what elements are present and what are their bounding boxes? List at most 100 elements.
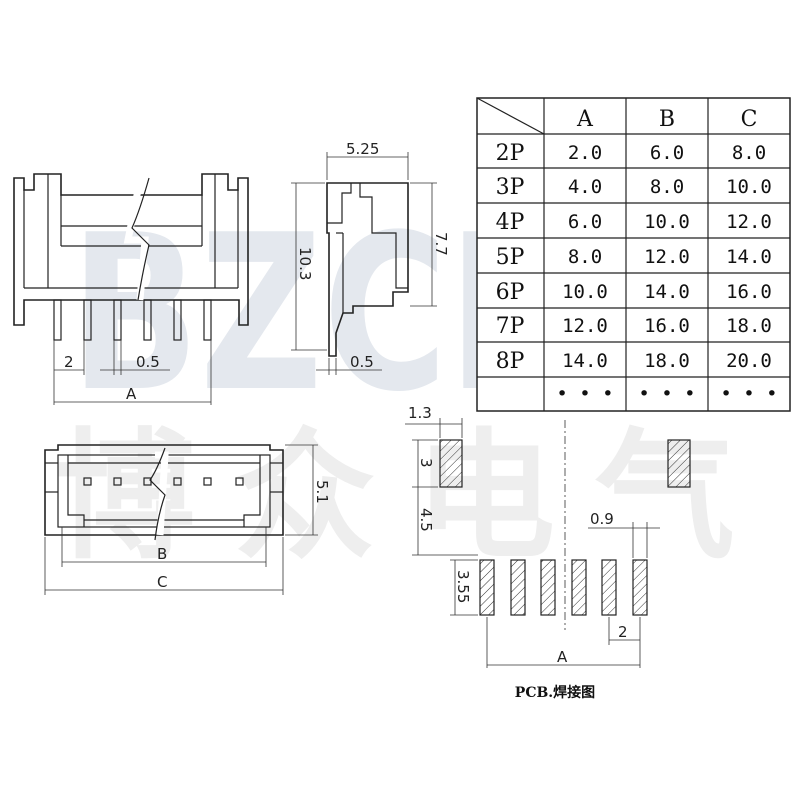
pcb-pad — [632, 559, 648, 616]
side-dim-depth: 5.25 — [346, 140, 379, 158]
table-ellipsis-row: • • • • • • • • • — [556, 383, 777, 405]
pcb-signal-pads — [479, 559, 648, 616]
top-break-line — [149, 447, 166, 541]
cell-b: 14.0 — [644, 281, 690, 303]
watermark-cn-4: 气 — [595, 416, 735, 579]
cell-b: 12.0 — [644, 246, 690, 268]
table-row: 8P 14.0 18.0 20.0 — [496, 349, 772, 374]
front-dim-a: A — [126, 385, 137, 403]
pcb-dim-pad-h: 3.55 — [454, 570, 472, 603]
pcb-footprint: 1.3 3 4.5 3.55 0.9 2 A PCB.焊接图 — [405, 404, 691, 701]
table-header-a: A — [576, 107, 594, 132]
cell-c: 8.0 — [732, 142, 766, 164]
watermark-cn-1: 博 — [55, 416, 195, 579]
front-break-line — [131, 177, 150, 301]
cell-c: 14.0 — [726, 246, 772, 268]
side-dim-height: 10.3 — [296, 247, 314, 280]
table-header-b: B — [659, 107, 675, 132]
front-pin — [53, 299, 62, 341]
cell-c: 20.0 — [726, 350, 772, 372]
table-header-c: C — [741, 107, 758, 132]
top-view: B C 5.1 — [44, 444, 331, 595]
cell-b: 8.0 — [650, 176, 684, 198]
top-contact — [203, 477, 212, 486]
pcb-dim-h: 3 — [417, 458, 435, 468]
pcb-pad — [601, 559, 617, 616]
ellipsis-b: • • • — [638, 383, 695, 405]
dimension-table: A B C 2P 2.0 6.0 8.0 3P 4.0 8.0 10.0 4P … — [476, 97, 791, 412]
cell-b: 16.0 — [644, 315, 690, 337]
top-contact — [173, 477, 182, 486]
side-dim-pin: 0.5 — [350, 353, 374, 371]
cell-a: 14.0 — [562, 350, 608, 372]
pcb-pad — [540, 559, 556, 616]
front-pin — [173, 299, 182, 341]
pcb-dim-w: 1.3 — [408, 404, 432, 422]
row-label: 7P — [496, 314, 525, 339]
front-body-outline — [13, 173, 249, 326]
cell-a: 8.0 — [568, 246, 602, 268]
pcb-dim-pitch: 2 — [618, 623, 628, 641]
front-pins — [53, 299, 212, 341]
pcb-pad — [510, 559, 526, 616]
side-view: 5.25 10.3 7.7 0.5 — [291, 140, 450, 375]
top-body-outline — [44, 444, 284, 536]
cell-a: 12.0 — [562, 315, 608, 337]
watermark-cn-3: 电 — [415, 416, 555, 579]
top-dim-c: C — [157, 573, 167, 591]
pcb-dim-pad-w: 0.9 — [590, 510, 614, 528]
cell-a: 10.0 — [562, 281, 608, 303]
table-row: 5P 8.0 12.0 14.0 — [496, 245, 772, 270]
table-row: 4P 6.0 10.0 12.0 — [496, 210, 772, 235]
row-label: 3P — [496, 175, 525, 200]
front-pin — [143, 299, 152, 341]
top-contact — [83, 477, 92, 486]
cell-c: 16.0 — [726, 281, 772, 303]
pcb-mount-pad-left — [439, 439, 463, 488]
row-label: 2P — [496, 141, 525, 166]
cell-a: 2.0 — [568, 142, 602, 164]
side-dim-body: 7.7 — [432, 232, 450, 256]
front-break-gap — [123, 186, 149, 301]
table-border — [476, 97, 791, 412]
table-row: 6P 10.0 14.0 16.0 — [496, 280, 772, 305]
table-row: 3P 4.0 8.0 10.0 — [496, 175, 772, 200]
top-inner-left — [67, 455, 85, 527]
front-pin — [83, 299, 92, 341]
cell-c: 10.0 — [726, 176, 772, 198]
ellipsis-a: • • • — [556, 383, 613, 405]
side-latch — [327, 183, 352, 224]
table-corner-diagonal — [476, 97, 545, 135]
pcb-pad — [571, 559, 587, 616]
table-row: 2P 2.0 6.0 8.0 — [496, 141, 767, 166]
cell-c: 18.0 — [726, 315, 772, 337]
cell-b: 6.0 — [650, 142, 684, 164]
pcb-mount-pad-right — [667, 439, 691, 488]
pcb-dim-gap: 4.5 — [417, 508, 435, 532]
front-pin — [203, 299, 212, 341]
table-row: 7P 12.0 16.0 18.0 — [496, 314, 772, 339]
top-break-gap — [155, 451, 169, 536]
top-inner-right — [243, 455, 261, 527]
cell-c: 12.0 — [726, 211, 772, 233]
front-pin — [113, 299, 122, 341]
cell-b: 10.0 — [644, 211, 690, 233]
row-label: 8P — [496, 349, 525, 374]
cell-a: 6.0 — [568, 211, 602, 233]
front-dim-pitch: 2 — [64, 353, 74, 371]
side-inner-profile — [359, 183, 408, 289]
cell-a: 4.0 — [568, 176, 602, 198]
pcb-pad — [479, 559, 495, 616]
row-label: 4P — [496, 210, 525, 235]
row-label: 6P — [496, 280, 525, 305]
front-dim-pin: 0.5 — [136, 353, 160, 371]
ellipsis-c: • • • — [720, 383, 777, 405]
top-contact — [235, 477, 244, 486]
top-dim-height: 5.1 — [313, 480, 331, 504]
top-contact — [113, 477, 122, 486]
watermark-cn-2: 众 — [235, 416, 375, 579]
row-label: 5P — [496, 245, 525, 270]
front-view: 2 0.5 A — [13, 173, 249, 405]
